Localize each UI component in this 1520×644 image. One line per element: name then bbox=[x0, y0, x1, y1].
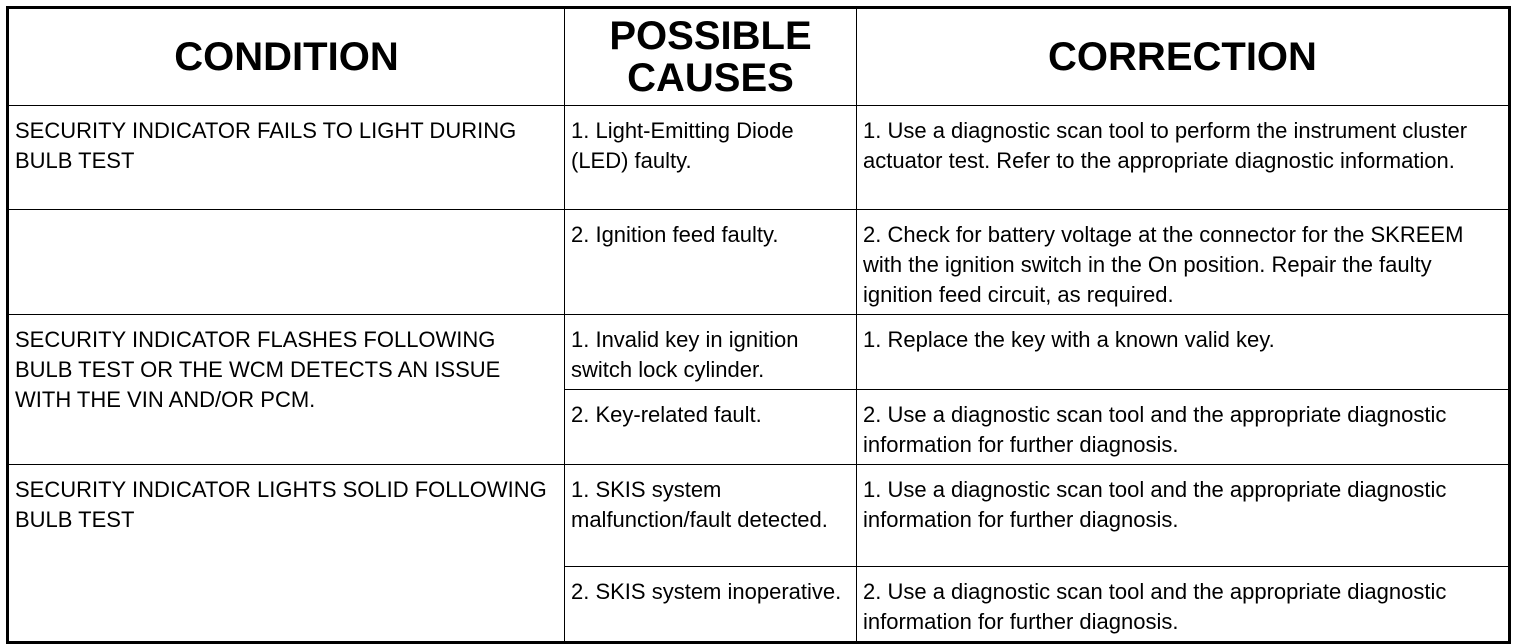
cause-cell: 2. SKIS system inoperative. bbox=[564, 566, 857, 643]
correction-cell: 1. Use a diagnostic scan tool to perform… bbox=[856, 105, 1510, 210]
condition-cell: SECURITY INDICATOR FAILS TO LIGHT DURING… bbox=[7, 105, 565, 210]
correction-cell: 1. Use a diagnostic scan tool and the ap… bbox=[856, 464, 1510, 567]
condition-cell: SECURITY INDICATOR FLASHES FOLLOWING BUL… bbox=[7, 314, 565, 465]
header-causes-line2: CAUSES bbox=[627, 56, 794, 100]
table-row: 2. Key-related fault. 2. Use a diagnosti… bbox=[8, 389, 1510, 465]
cause-cell: 1. Light-Emitting Diode (LED) faulty. bbox=[564, 105, 857, 210]
table-row: SECURITY INDICATOR FAILS TO LIGHT DURING… bbox=[7, 105, 1510, 210]
cause-cell: 2. Ignition feed faulty. bbox=[564, 209, 857, 315]
table-row: 2. Ignition feed faulty. 2. Check for ba… bbox=[7, 209, 1510, 315]
table-row: SECURITY INDICATOR LIGHTS SOLID FOLLOWIN… bbox=[7, 464, 1510, 643]
table-row: SECURITY INDICATOR FLASHES FOLLOWING BUL… bbox=[7, 314, 1510, 465]
header-possible-causes: POSSIBLE CAUSES bbox=[564, 7, 857, 106]
cause-cell: 2. Key-related fault. bbox=[564, 389, 857, 465]
correction-cell: 2. Use a diagnostic scan tool and the ap… bbox=[856, 389, 1510, 465]
header-row: CONDITION POSSIBLE CAUSES CORRECTION bbox=[7, 7, 1510, 106]
header-causes-line1: POSSIBLE bbox=[609, 14, 812, 58]
correction-cell: 1. Replace the key with a known valid ke… bbox=[856, 314, 1510, 390]
table-row: 2. SKIS system inoperative. 2. Use a dia… bbox=[8, 566, 1510, 643]
header-correction: CORRECTION bbox=[856, 7, 1510, 106]
cause-cell: 1. SKIS system malfunction/fault detecte… bbox=[564, 464, 857, 567]
condition-cell bbox=[7, 209, 565, 315]
header-condition: CONDITION bbox=[7, 7, 565, 106]
correction-cell: 2. Check for battery voltage at the conn… bbox=[856, 209, 1510, 315]
condition-cell: SECURITY INDICATOR LIGHTS SOLID FOLLOWIN… bbox=[7, 464, 565, 643]
cause-cell: 1. Invalid key in ignition switch lock c… bbox=[564, 314, 857, 390]
correction-cell: 2. Use a diagnostic scan tool and the ap… bbox=[856, 566, 1510, 643]
diagnosis-table: CONDITION POSSIBLE CAUSES CORRECTION SEC… bbox=[6, 6, 1511, 644]
